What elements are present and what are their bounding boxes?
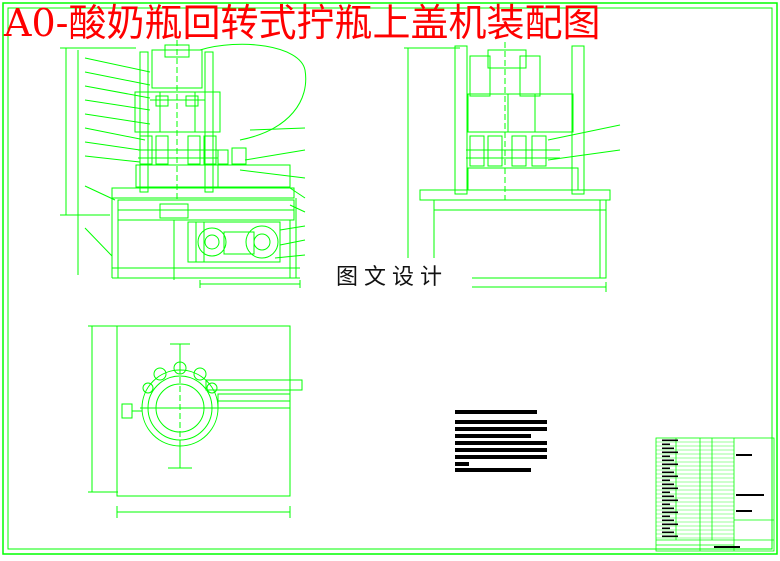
parts-row-mark xyxy=(662,531,674,534)
parts-list-rows xyxy=(656,439,734,539)
parts-row-mark xyxy=(662,527,670,530)
side-view xyxy=(404,42,621,292)
parts-row-mark xyxy=(662,511,678,514)
top-view xyxy=(88,325,303,518)
parts-row-mark xyxy=(662,495,674,498)
parts-row-mark xyxy=(662,503,670,506)
parts-row-mark xyxy=(662,475,678,478)
page-title: A0-酸奶瓶回转式拧瓶上盖机装配图 xyxy=(4,1,601,45)
parts-row-mark xyxy=(662,467,670,470)
parts-row-mark xyxy=(662,507,674,510)
parts-row-mark xyxy=(662,451,678,454)
parts-row-mark xyxy=(662,523,678,526)
parts-row-mark xyxy=(662,499,678,502)
parts-row-mark xyxy=(662,519,674,522)
parts-row-mark xyxy=(662,491,670,494)
parts-row-mark xyxy=(662,471,674,474)
drawing-border xyxy=(7,7,773,550)
parts-row-mark xyxy=(662,439,678,442)
parts-row-mark xyxy=(662,443,670,446)
parts-row-mark xyxy=(662,455,670,458)
parts-row-mark xyxy=(662,515,670,518)
title-block xyxy=(655,437,775,552)
parts-row-mark xyxy=(662,535,678,538)
parts-row-mark xyxy=(662,479,670,482)
watermark-label: 图文设计 xyxy=(312,258,472,298)
parts-row-mark xyxy=(662,483,674,486)
title-block-marks xyxy=(714,454,764,548)
parts-row-mark xyxy=(662,487,678,490)
parts-row-mark xyxy=(662,463,678,466)
technical-notes xyxy=(455,410,547,472)
front-view xyxy=(60,40,307,288)
parts-row-mark xyxy=(662,459,674,462)
parts-row-mark xyxy=(662,447,674,450)
